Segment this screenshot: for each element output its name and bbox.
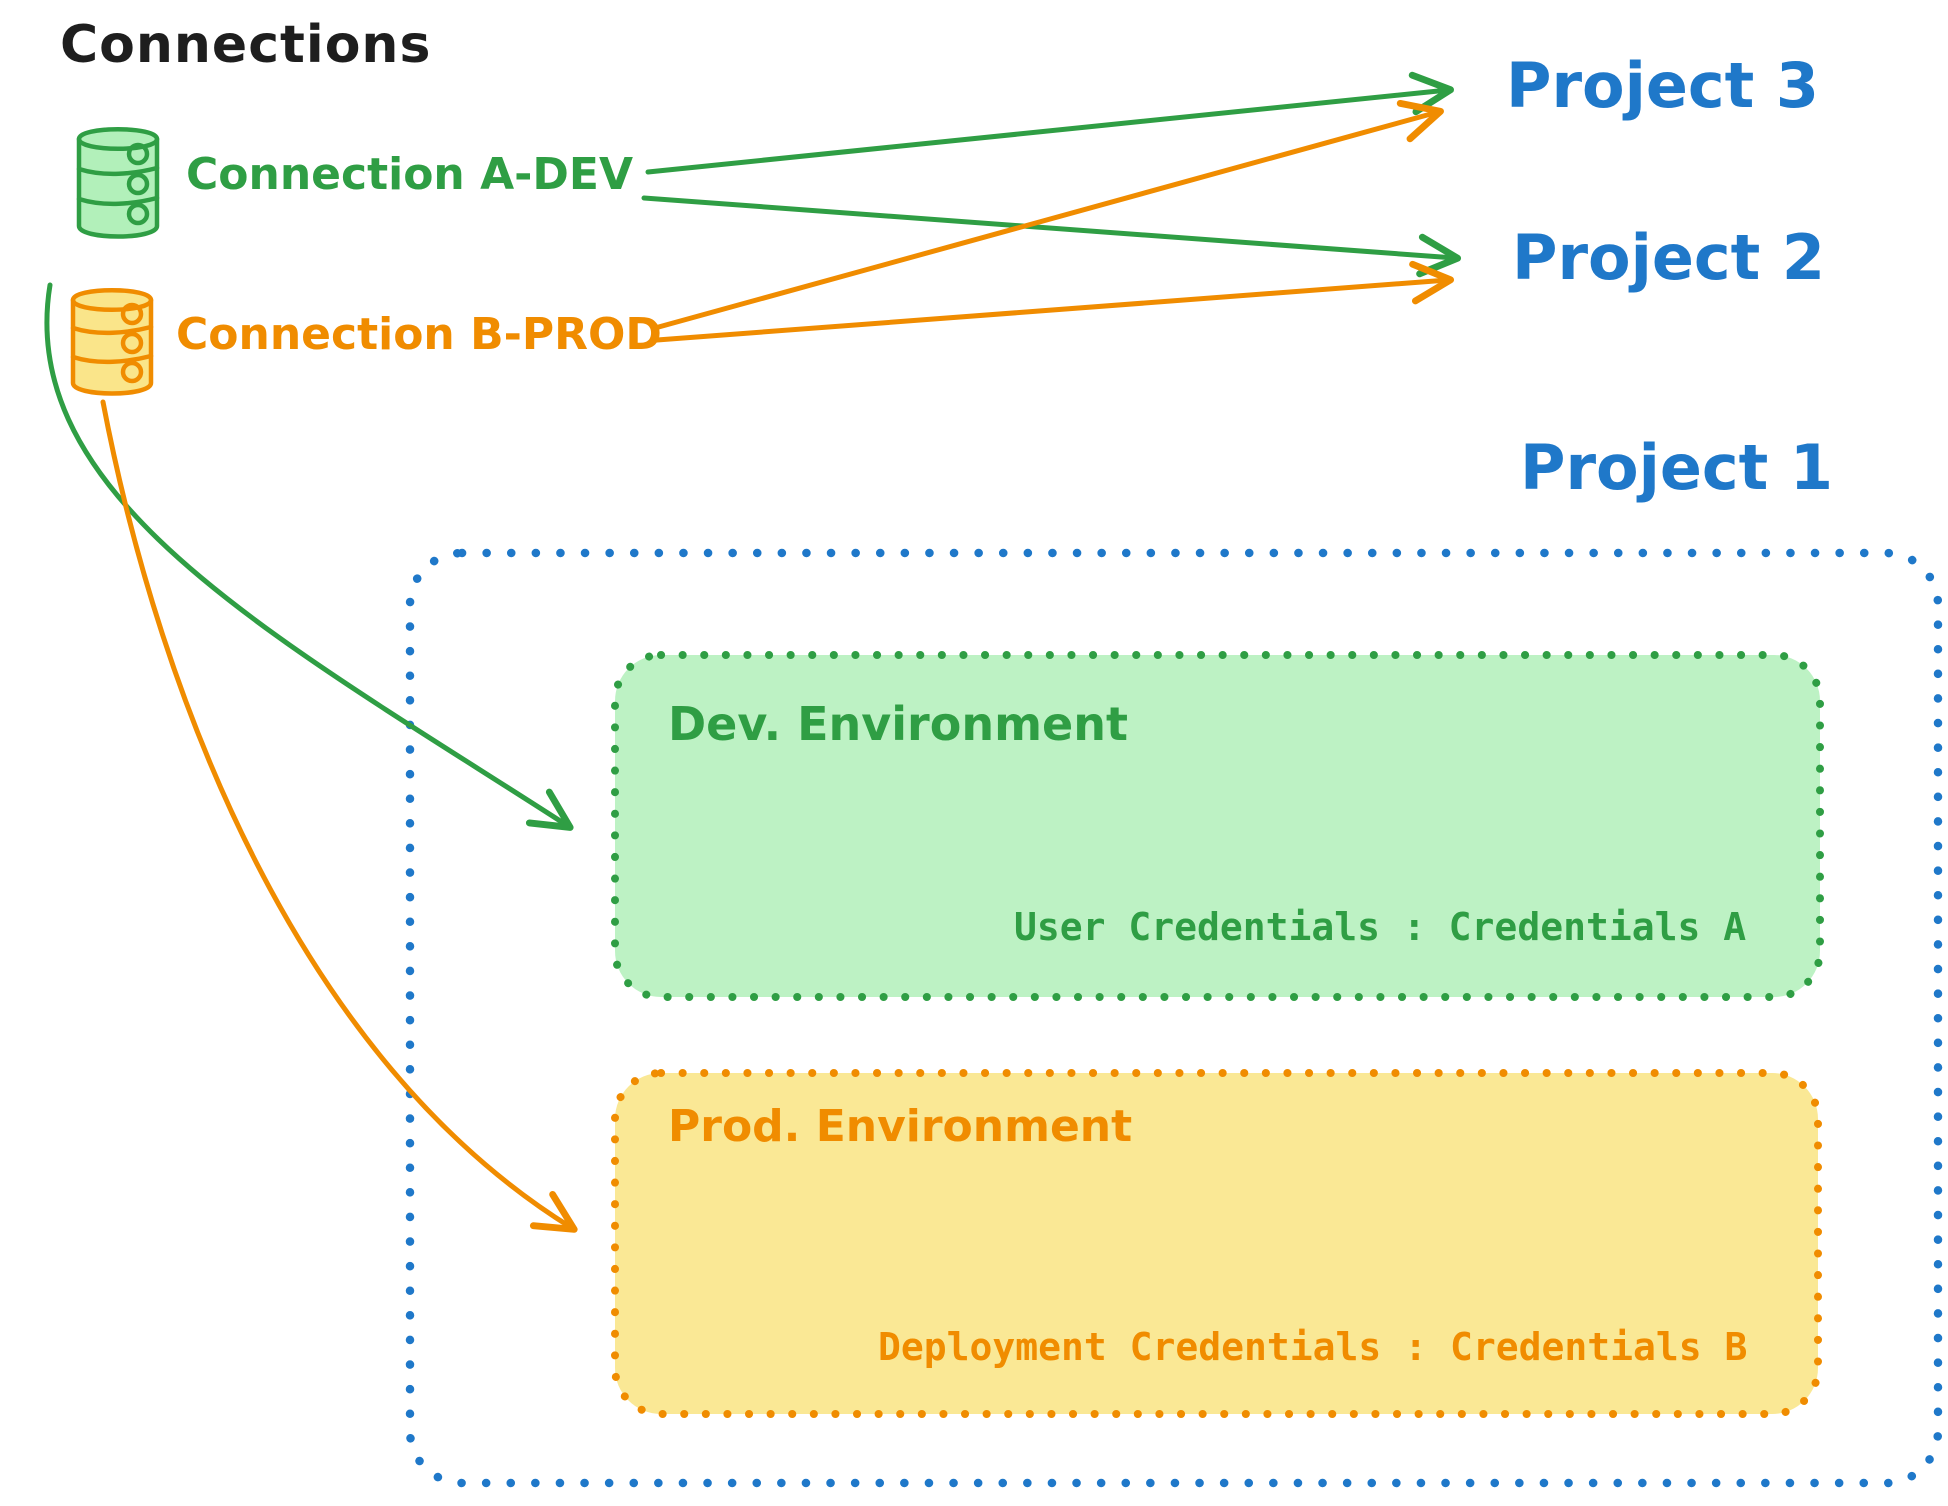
dev-environment-label: Dev. Environment (668, 697, 1128, 751)
arrow-bprod-to-project2 (654, 260, 1455, 343)
database-icon-prod (70, 288, 154, 396)
arrow-adev-to-project2 (641, 195, 1462, 278)
project-2-label: Project 2 (1512, 221, 1826, 294)
prod-environment-box (611, 1069, 1822, 1418)
arrow-adev-to-dev-environment (44, 282, 574, 831)
arrow-adev-to-project3 (645, 71, 1455, 175)
prod-environment-label: Prod. Environment (668, 1101, 1133, 1152)
project-3-label: Project 3 (1506, 49, 1820, 122)
dev-environment-box (611, 651, 1824, 1001)
project1-container-box (405, 548, 1943, 1488)
diagram-title: Connections (60, 15, 432, 75)
project-1-label: Project 1 (1520, 431, 1834, 504)
arrow-bprod-to-project3 (652, 99, 1444, 331)
database-icon-dev (76, 127, 160, 239)
dev-credentials-text: User Credentials : Credentials A (1014, 905, 1747, 949)
prod-credentials-text: Deployment Credentials : Credentials B (878, 1325, 1748, 1369)
arrow-bprod-to-prod-environment (100, 399, 578, 1233)
connection-b-prod-label: Connection B-PROD (176, 309, 662, 360)
connection-a-dev-label: Connection A-DEV (186, 149, 634, 200)
